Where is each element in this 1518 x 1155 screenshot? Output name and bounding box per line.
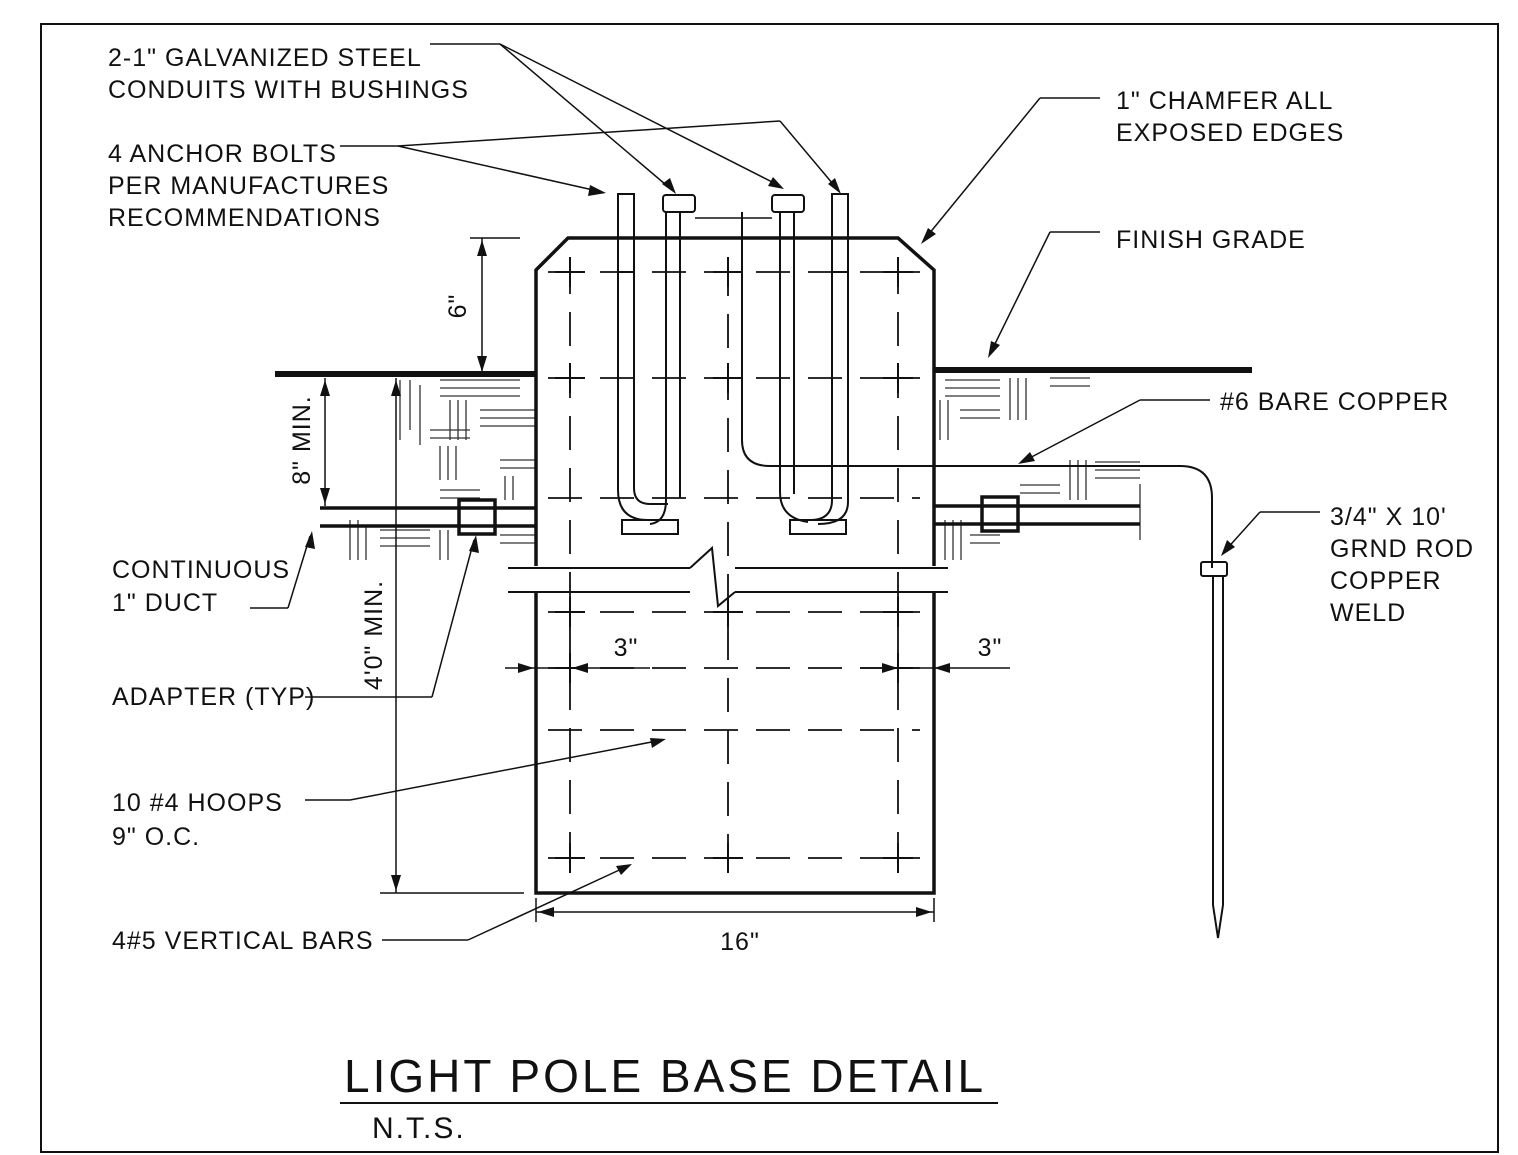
bar-intersections (555, 257, 913, 873)
continuous-duct (320, 495, 1140, 536)
svg-text:PER MANUFACTURES: PER MANUFACTURES (108, 172, 389, 200)
label-adapter: ADAPTER (TYP) (112, 683, 315, 711)
sheet-border (40, 23, 1499, 1153)
svg-text:GRND ROD: GRND ROD (1330, 535, 1474, 563)
svg-text:CONDUITS WITH BUSHINGS: CONDUITS WITH BUSHINGS (108, 76, 469, 104)
svg-text:4 ANCHOR BOLTS: 4 ANCHOR BOLTS (108, 140, 337, 168)
ground-wire (741, 212, 1213, 568)
label-bare-copper: #6 BARE COPPER (1220, 388, 1449, 416)
dim-6in (470, 237, 520, 374)
drawing-title: LIGHT POLE BASE DETAIL (344, 1050, 986, 1102)
leader-vertical-bars (382, 864, 632, 941)
svg-text:2-1" GALVANIZED STEEL: 2-1" GALVANIZED STEEL (108, 44, 422, 72)
svg-text:COPPER: COPPER (1330, 567, 1442, 595)
dim-width-label: 16" (720, 928, 760, 956)
dim-cover-left-label: 3" (614, 634, 639, 662)
svg-text:3/4" X 10': 3/4" X 10' (1330, 503, 1447, 531)
dim-8in (320, 378, 330, 506)
dim-4ft-label: 4'0" MIN. (360, 580, 388, 690)
svg-text:9" O.C.: 9" O.C. (112, 823, 200, 851)
earth-hatch-left (349, 379, 535, 560)
leader-conduits (430, 43, 784, 194)
ground-rod (1200, 561, 1228, 939)
dim-cover-right (860, 663, 1010, 673)
label-hoops: 10 #4 HOOPS 9" O.C. (112, 789, 283, 851)
concrete-base-outline (534, 236, 936, 895)
dim-width (535, 898, 935, 922)
leader-chamfer (921, 97, 1100, 244)
svg-text:1" CHAMFER ALL: 1" CHAMFER ALL (1116, 87, 1333, 115)
svg-text:WELD: WELD (1330, 599, 1406, 627)
label-chamfer: 1" CHAMFER ALL EXPOSED EDGES (1116, 87, 1344, 147)
leader-hoops (305, 738, 666, 801)
label-finish-grade: FINISH GRADE (1116, 226, 1306, 254)
svg-text:1" DUCT: 1" DUCT (112, 589, 218, 617)
label-vertical-bars: 4#5 VERTICAL BARS (112, 927, 374, 955)
drawing-scale: N.T.S. (372, 1112, 466, 1145)
label-ground-rod: 3/4" X 10' GRND ROD COPPER WELD (1330, 503, 1474, 627)
leader-bare-copper (1018, 399, 1210, 464)
leader-ground-rod (1221, 511, 1320, 556)
dim-8in-label: 8" MIN. (288, 395, 316, 485)
hoop-bars (548, 271, 920, 859)
earth-hatch-right (939, 377, 1141, 560)
leader-adapter (305, 535, 479, 698)
leader-anchor-bolts (340, 120, 841, 196)
conduit-bushings (662, 194, 805, 219)
svg-text:RECOMMENDATIONS: RECOMMENDATIONS (108, 204, 381, 232)
dim-cover-left (505, 663, 650, 673)
svg-text:EXPOSED EDGES: EXPOSED EDGES (1116, 119, 1344, 147)
anchor-bolts (617, 193, 849, 535)
dim-cover-right-label: 3" (978, 634, 1003, 662)
label-duct: CONTINUOUS 1" DUCT (112, 556, 290, 617)
label-conduits: 2-1" GALVANIZED STEEL CONDUITS WITH BUSH… (108, 44, 469, 104)
dim-6in-label: 6" (444, 294, 472, 319)
leader-finish-grade (988, 231, 1100, 358)
svg-text:CONTINUOUS: CONTINUOUS (112, 556, 290, 584)
dim-4ft (380, 378, 524, 894)
label-anchor-bolts: 4 ANCHOR BOLTS PER MANUFACTURES RECOMMEN… (108, 140, 389, 232)
finish-grade-line (275, 367, 1252, 377)
svg-text:10 #4 HOOPS: 10 #4 HOOPS (112, 789, 283, 817)
leader-duct (250, 531, 315, 609)
